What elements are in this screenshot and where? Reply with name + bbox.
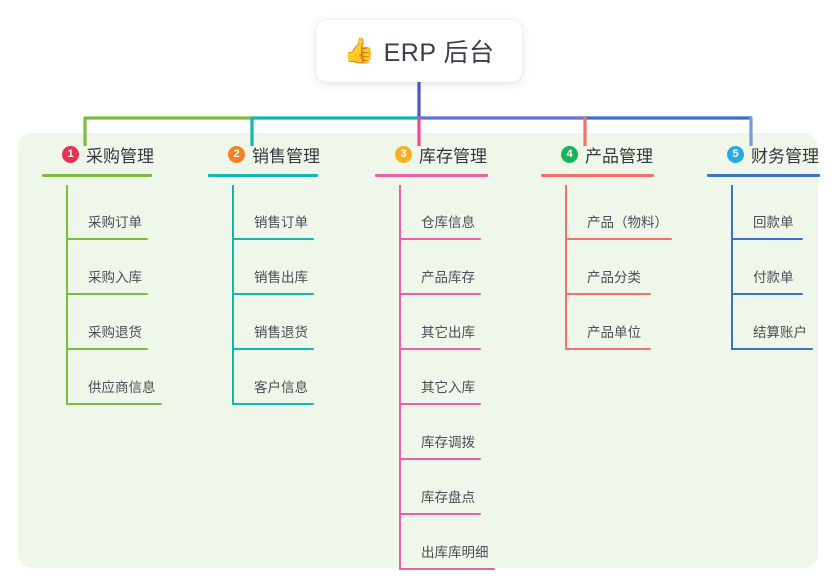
- leaf-underline: [232, 348, 314, 350]
- leaf-label: 产品分类: [587, 270, 641, 285]
- leaf-underline: [232, 403, 314, 405]
- leaf-label: 付款单: [753, 270, 794, 285]
- leaf-label: 库存调拨: [421, 435, 475, 450]
- column-spine: [565, 185, 567, 350]
- leaf-label: 销售出库: [254, 270, 308, 285]
- column-product: 4 产品管理 产品（物料） 产品分类 产品单位: [541, 141, 672, 350]
- column-header[interactable]: 4 产品管理: [541, 141, 654, 167]
- column-inventory: 3 库存管理 仓库信息 产品库存 其它出库 其它入库: [375, 141, 495, 570]
- leaf-underline: [399, 348, 481, 350]
- leaf-label: 供应商信息: [88, 380, 156, 395]
- column-title: 销售管理: [252, 146, 320, 166]
- column-title: 库存管理: [419, 146, 487, 166]
- column-header[interactable]: 1 采购管理: [42, 141, 154, 167]
- column-index-badge: 5: [727, 145, 744, 163]
- leaf-label: 出库库明细: [421, 545, 489, 560]
- leaf-underline: [66, 293, 148, 295]
- leaf-label: 销售退货: [254, 325, 308, 340]
- leaf-underline: [731, 293, 803, 295]
- leaf-label: 产品（物料）: [587, 215, 668, 230]
- leaf-label: 客户信息: [254, 380, 308, 395]
- column-spine: [399, 185, 401, 570]
- leaf-underline: [399, 458, 481, 460]
- root-node-content: 👍 ERP 后台: [343, 33, 494, 69]
- leaf-underline: [66, 348, 148, 350]
- leaf-underline: [565, 348, 651, 350]
- column-header[interactable]: 3 库存管理: [375, 141, 488, 167]
- leaf-label: 采购订单: [88, 215, 142, 230]
- root-node[interactable]: 👍 ERP 后台: [316, 20, 522, 82]
- leaf-label: 其它出库: [421, 325, 475, 340]
- leaf-label: 采购入库: [88, 270, 142, 285]
- column-index-badge: 2: [228, 145, 245, 163]
- leaf-label: 仓库信息: [421, 215, 475, 230]
- column-container: 1 采购管理 采购订单 采购入库 采购退货 供应商信息: [18, 133, 820, 570]
- column-index-badge: 4: [561, 145, 578, 163]
- column-index-badge: 1: [62, 145, 79, 163]
- column-underline: [541, 174, 654, 177]
- leaf-underline: [66, 238, 148, 240]
- column-title: 财务管理: [751, 146, 819, 166]
- column-spine: [731, 185, 733, 350]
- column-title: 产品管理: [585, 146, 653, 166]
- leaf-underline: [565, 238, 672, 240]
- leaf-underline: [399, 293, 481, 295]
- leaf-label: 产品库存: [421, 270, 475, 285]
- column-underline: [42, 174, 152, 177]
- column-spine: [232, 185, 234, 405]
- column-underline: [208, 174, 318, 177]
- leaf-label: 结算账户: [753, 325, 807, 340]
- column-sales: 2 销售管理 销售订单 销售出库 销售退货 客户信息: [208, 141, 320, 405]
- leaf-underline: [399, 238, 481, 240]
- leaf-underline: [731, 348, 813, 350]
- column-underline: [375, 174, 488, 177]
- column-header[interactable]: 5 财务管理: [707, 141, 820, 167]
- column-title: 采购管理: [86, 146, 154, 166]
- column-underline: [707, 174, 820, 177]
- leaf-underline: [399, 403, 481, 405]
- leaf-underline: [66, 403, 162, 405]
- column-procurement: 1 采购管理 采购订单 采购入库 采购退货 供应商信息: [42, 141, 162, 405]
- column-finance: 5 财务管理 回款单 付款单 结算账户: [707, 141, 820, 350]
- root-node-title: ERP 后台: [383, 39, 495, 67]
- column-spine: [66, 185, 68, 405]
- leaf-label: 销售订单: [254, 215, 308, 230]
- leaf-underline: [565, 293, 651, 295]
- leaf-label: 产品单位: [587, 325, 641, 340]
- leaf-underline: [399, 513, 481, 515]
- leaf-underline: [232, 238, 314, 240]
- leaf-underline: [399, 568, 495, 570]
- leaf-underline: [731, 238, 803, 240]
- content-panel: [18, 133, 818, 568]
- column-header[interactable]: 2 销售管理: [208, 141, 320, 167]
- leaf-label: 采购退货: [88, 325, 142, 340]
- leaf-label: 回款单: [753, 215, 794, 230]
- thumbs-up-icon: 👍: [343, 36, 375, 65]
- column-index-badge: 3: [395, 145, 412, 163]
- leaf-label: 其它入库: [421, 380, 475, 395]
- leaf-underline: [232, 293, 314, 295]
- leaf-label: 库存盘点: [421, 490, 475, 505]
